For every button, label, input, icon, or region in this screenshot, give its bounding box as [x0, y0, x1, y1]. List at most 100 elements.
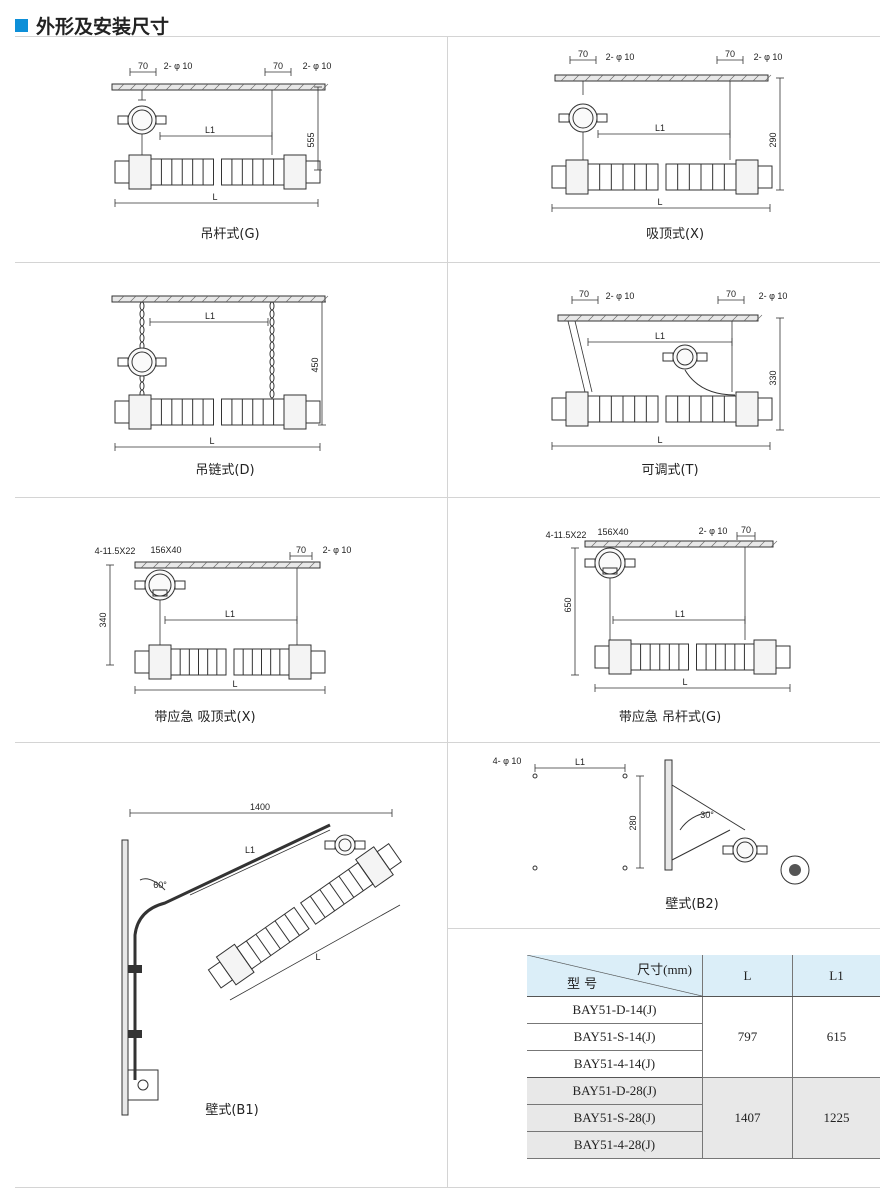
- hatch-line: [176, 561, 184, 569]
- dim-label: 4-11.5X22: [546, 530, 587, 540]
- panel-caption: 可调式(T): [641, 463, 698, 478]
- dim-label: 70: [726, 289, 736, 299]
- end-cap: [757, 165, 773, 189]
- end-cap: [775, 645, 791, 669]
- dim-label: L: [682, 677, 687, 687]
- dim-label: 330: [768, 370, 778, 385]
- dim-label: L1: [245, 845, 255, 855]
- dim-label: L: [232, 679, 237, 689]
- dim-label: 290: [768, 132, 778, 147]
- junction-box-ring: [131, 109, 153, 131]
- dim-label: 450: [310, 357, 320, 372]
- hatch-line: [575, 314, 583, 322]
- ceiling-plate: [111, 295, 326, 303]
- hatch-line: [626, 540, 634, 548]
- panel-caption: 吊链式(D): [195, 463, 254, 478]
- hatch-line: [668, 74, 676, 82]
- lamp-fixture-icon: [114, 154, 321, 190]
- hatch-line: [296, 561, 304, 569]
- hatch-line: [686, 540, 694, 548]
- model-cell: BAY51-D-28(J): [527, 1077, 703, 1105]
- dim-label: L1: [655, 331, 665, 341]
- dim-label: 156X40: [597, 527, 628, 537]
- hatch-line: [674, 540, 682, 548]
- hatch-line: [692, 74, 700, 82]
- hatch-line: [560, 74, 568, 82]
- dim-label: 2- φ 10: [606, 52, 635, 62]
- dim-label: 60°: [153, 880, 167, 890]
- chain-link: [269, 301, 275, 311]
- L1-cell: 1225: [791, 1077, 880, 1159]
- hatch-line: [728, 74, 736, 82]
- end-housing: [565, 159, 589, 195]
- dim-label: 650: [563, 597, 573, 612]
- dim-label: 1400: [250, 802, 270, 812]
- dim-label: 70: [579, 289, 589, 299]
- hatch-line: [623, 314, 631, 322]
- hatch-line: [321, 83, 329, 91]
- hatch-line: [141, 295, 149, 303]
- hatch-line: [129, 83, 137, 91]
- dim-label: 70: [741, 525, 751, 535]
- hatch-line: [698, 540, 706, 548]
- hatch-line: [572, 74, 580, 82]
- dim-label: L1: [225, 609, 235, 619]
- end-cap: [757, 397, 773, 421]
- chain-link: [269, 333, 275, 343]
- dim-label: 70: [138, 61, 148, 71]
- wall-arm: [133, 823, 331, 1080]
- hatch-line: [704, 74, 712, 82]
- hatch-line: [764, 74, 772, 82]
- angle-arc: [139, 878, 166, 891]
- dim-label: 30°: [700, 810, 714, 820]
- cage-bar: [255, 933, 272, 956]
- hatch-line: [141, 83, 149, 91]
- hatch-line: [152, 561, 160, 569]
- chain-link: [269, 365, 275, 375]
- hatch-line: [632, 74, 640, 82]
- hatch-line: [599, 314, 607, 322]
- junction-box-ring: [137, 1079, 149, 1091]
- wall-bracket: [671, 784, 746, 861]
- hatch-line: [188, 561, 196, 569]
- hatch-line: [770, 540, 778, 548]
- hatch-line: [731, 314, 739, 322]
- mounting-hole-icon: [532, 773, 538, 779]
- dim-label: 70: [273, 61, 283, 71]
- hatch-line: [695, 314, 703, 322]
- hatch-line: [608, 74, 616, 82]
- cage-bar: [357, 862, 374, 885]
- hatch-line: [602, 540, 610, 548]
- end-cap: [114, 400, 130, 424]
- hatch-line: [249, 295, 257, 303]
- hatch-line: [297, 295, 305, 303]
- model-cell: BAY51-S-14(J): [527, 1023, 703, 1051]
- hatch-line: [650, 540, 658, 548]
- junction-box-ring: [736, 841, 754, 859]
- hatch-line: [590, 540, 598, 548]
- dim-label: 156X40: [150, 545, 181, 555]
- chain-link: [269, 309, 275, 319]
- lamp-fixture-icon: [551, 391, 773, 427]
- hatch-line: [584, 74, 592, 82]
- hatch-line: [237, 295, 245, 303]
- hatch-line: [213, 295, 221, 303]
- lamp-end-icon: [780, 855, 810, 885]
- chain-link: [269, 349, 275, 359]
- gland: [117, 357, 129, 367]
- gland: [596, 113, 608, 123]
- L1-cell: 615: [791, 996, 880, 1078]
- hatch-line: [644, 74, 652, 82]
- header-dim-label: 尺寸(mm): [637, 962, 692, 977]
- hatch-line: [758, 540, 766, 548]
- panel-caption: 吸顶式(X): [646, 227, 704, 242]
- hatch-line: [177, 83, 185, 91]
- end-cap: [305, 400, 321, 424]
- hatch-line: [261, 83, 269, 91]
- hatch-line: [272, 561, 280, 569]
- hatch-line: [261, 295, 269, 303]
- model-cell: BAY51-4-14(J): [527, 1050, 703, 1078]
- L-cell: 797: [702, 996, 793, 1078]
